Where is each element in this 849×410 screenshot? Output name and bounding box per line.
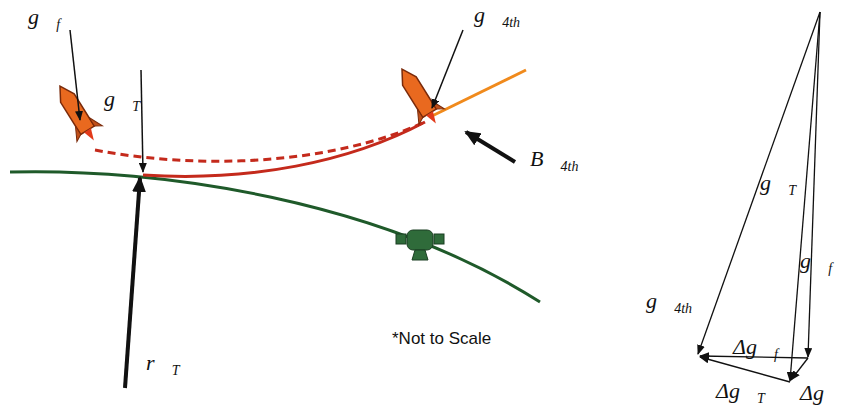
vector-label: g⃗f — [28, 6, 60, 32]
dashed-trajectory — [95, 122, 425, 161]
vector-label: Δg⃗T — [716, 380, 765, 406]
orbit-curve — [10, 172, 540, 302]
vector-label: B⃗4th — [530, 148, 578, 174]
transfer-trajectory — [143, 122, 425, 176]
vector-label: g⃗4th — [646, 290, 692, 316]
note: *Not to Scale — [392, 330, 491, 347]
vector-label: g⃗T — [104, 88, 140, 114]
station-icon — [396, 230, 444, 260]
vector-label: g⃗T — [760, 172, 796, 198]
ascent-path — [432, 70, 526, 116]
vector-label: Δg⃗f — [733, 336, 778, 362]
vector-label: g⃗f — [800, 250, 832, 276]
rocket — [389, 61, 448, 131]
vector-label: r⃗T — [146, 352, 179, 378]
vector-label: g⃗4th — [474, 4, 520, 30]
vector-label: Δg⃗ — [800, 382, 841, 404]
